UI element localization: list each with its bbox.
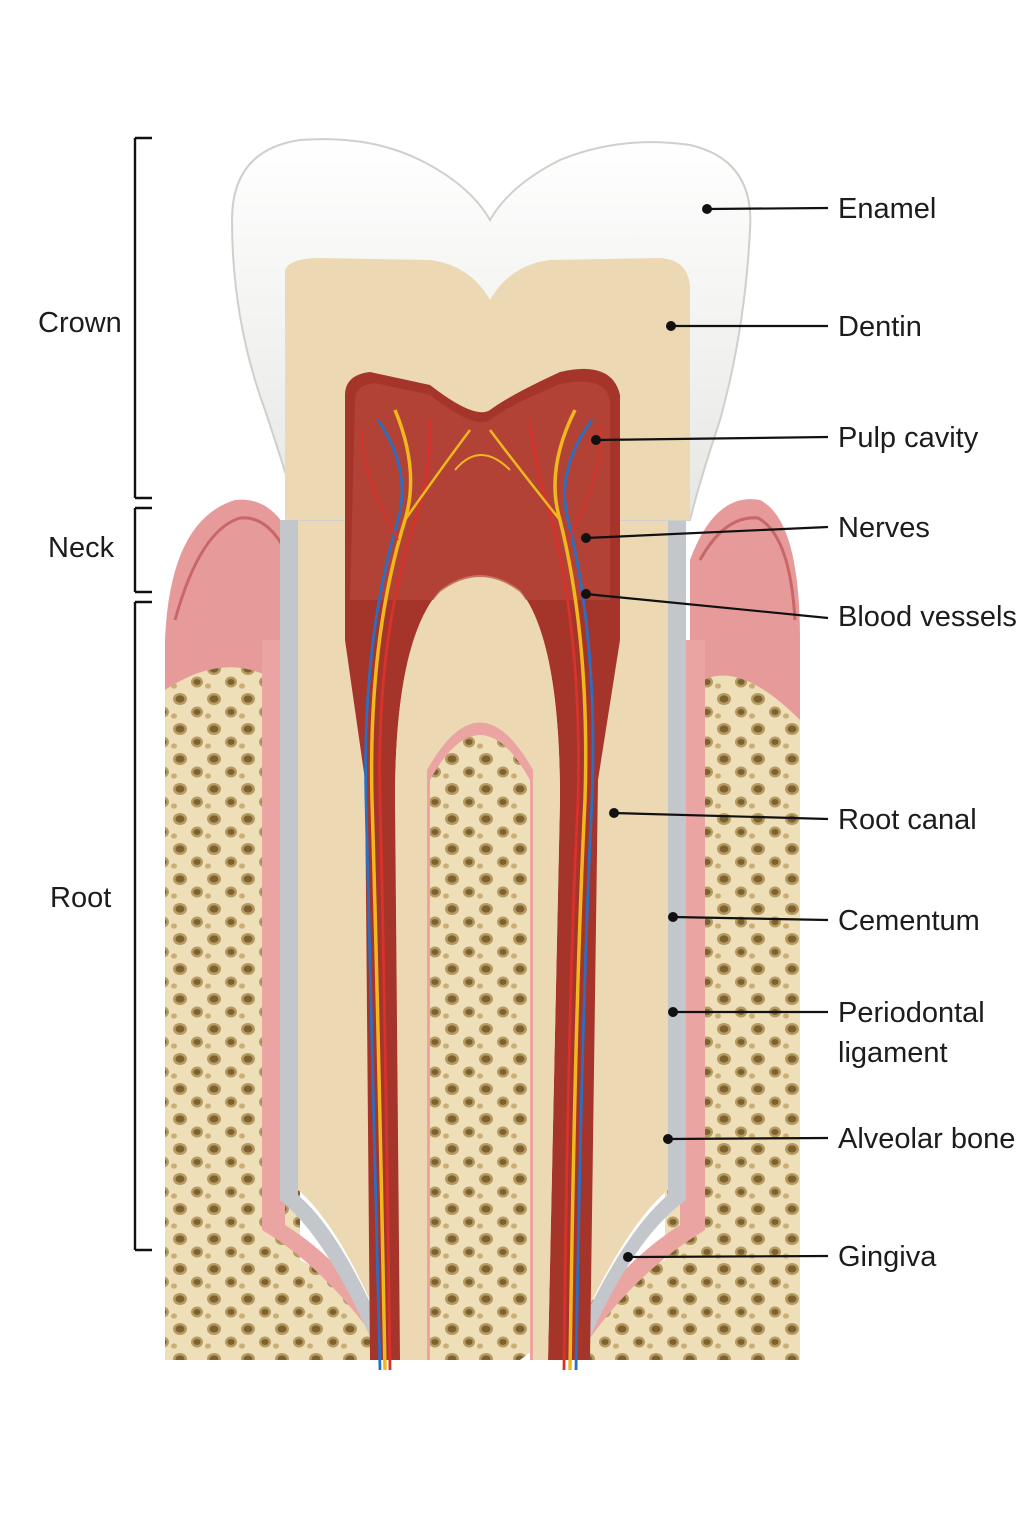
region-labels: Crown Neck Root (38, 307, 122, 914)
root-label: Root (50, 882, 111, 914)
structure-labels: Enamel Dentin Pulp cavity Nerves Blood v… (838, 193, 1017, 1273)
region-brackets (133, 136, 152, 1252)
label-root-canal: Root canal (838, 804, 977, 836)
gingiva-shape (165, 499, 800, 720)
label-alveolar-bone: Alveolar bone (838, 1123, 1015, 1155)
neck-label: Neck (48, 532, 115, 564)
neck-bracket (133, 506, 152, 594)
alveolar-bone-shape (160, 640, 810, 1380)
nerves-and-vessels (360, 409, 602, 1371)
crown-label: Crown (38, 307, 122, 339)
label-pulp-cavity: Pulp cavity (838, 422, 979, 454)
tooth (230, 138, 752, 1360)
crown-bracket (133, 136, 152, 500)
root-bracket (133, 600, 152, 1252)
label-cementum: Cementum (838, 905, 980, 937)
label-blood-vessels: Blood vessels (838, 601, 1017, 633)
label-periodontal-ligament-line1: Periodontal (838, 997, 985, 1029)
label-enamel: Enamel (838, 193, 936, 225)
label-gingiva: Gingiva (838, 1241, 937, 1273)
label-nerves: Nerves (838, 512, 930, 544)
leader-lines (581, 204, 829, 1262)
label-dentin: Dentin (838, 311, 922, 343)
label-periodontal-ligament-line2: ligament (838, 1037, 948, 1069)
